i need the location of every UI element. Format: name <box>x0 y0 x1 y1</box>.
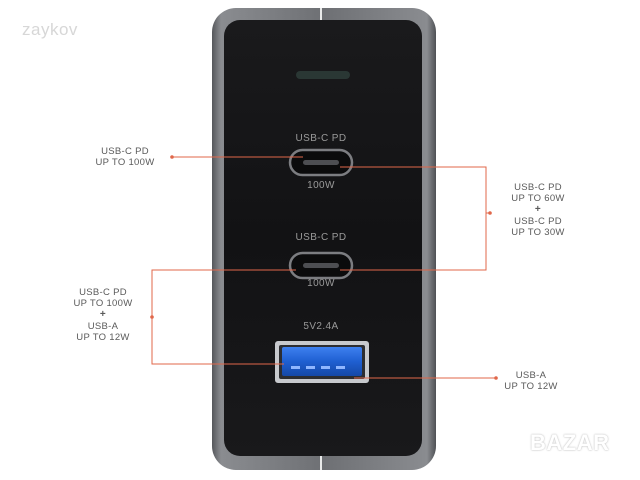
callout-left-bottom-type1: USB-C PD <box>79 287 127 298</box>
callout-left-bottom-power2: UP TO 12W <box>76 332 130 343</box>
watermark-top: zaykov <box>22 20 78 39</box>
callout-right-top-type2: USB-C PD <box>514 216 562 227</box>
callout-right-top-power1: UP TO 60W <box>511 193 565 204</box>
callout-right-top: USB-C PD UP TO 60W + USB-C PD UP TO 30W <box>497 182 579 238</box>
callout-right-top-plus: + <box>534 204 542 215</box>
callout-right-top-type1: USB-C PD <box>514 182 562 193</box>
callout-left-bottom: USB-C PD UP TO 100W + USB-A UP TO 12W <box>62 287 144 343</box>
port-3-label: 5V2.4A <box>303 321 339 332</box>
callout-right-bottom: USB-A UP TO 12W <box>492 370 570 392</box>
usb-c-port-1 <box>288 148 354 177</box>
usb-c-port-2 <box>288 251 354 280</box>
callout-right-top-power2: UP TO 30W <box>511 227 565 238</box>
callout-left-bottom-type2: USB-A <box>87 321 119 332</box>
leader-line-right-top <box>340 166 487 271</box>
callout-right-bottom-power: UP TO 12W <box>504 381 558 392</box>
callout-left-bottom-plus: + <box>99 309 107 320</box>
callout-right-bottom-type: USB-A <box>515 370 547 381</box>
callout-left-top: USB-C PD UP TO 100W <box>80 146 170 168</box>
callout-left-top-power: UP TO 100W <box>95 157 155 168</box>
port-1-label: USB-C PD <box>295 133 347 144</box>
status-led <box>296 71 350 79</box>
callout-left-bottom-power1: UP TO 100W <box>73 298 133 309</box>
charger-face <box>224 20 422 456</box>
usb-a-port <box>275 341 369 383</box>
port-1-rating: 100W <box>307 180 335 191</box>
callout-left-top-type: USB-C PD <box>101 146 149 157</box>
watermark-bottom: BAZAR <box>530 430 610 455</box>
leader-line-left-bottom <box>151 269 296 365</box>
port-2-label: USB-C PD <box>295 232 347 243</box>
port-2-rating: 100W <box>307 278 335 289</box>
